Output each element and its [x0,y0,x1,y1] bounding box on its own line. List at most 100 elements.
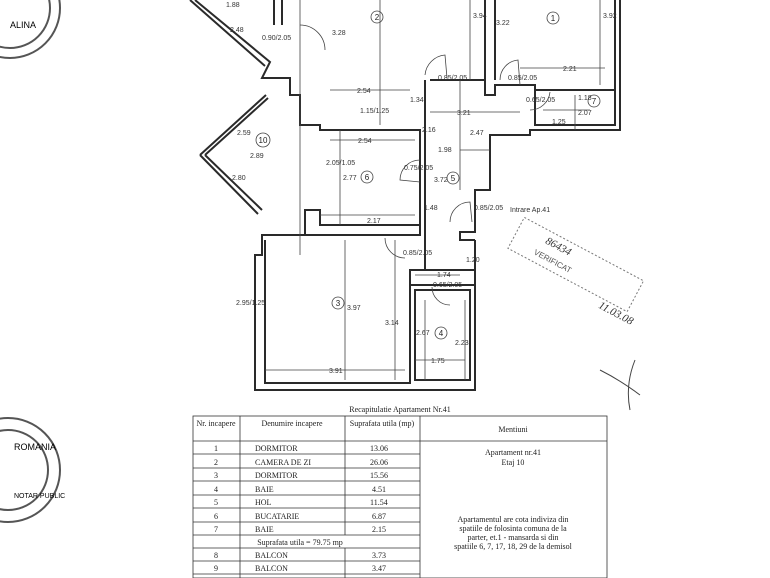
svg-text:2.47: 2.47 [470,130,484,137]
svg-text:3.47: 3.47 [372,564,386,573]
svg-text:0.85/2.05: 0.85/2.05 [438,75,467,82]
svg-text:6: 6 [365,173,370,182]
svg-text:3.94: 3.94 [473,13,487,20]
svg-text:2.05/1.05: 2.05/1.05 [326,160,355,167]
mentions-note: Apartamentul are cota indiviza din [457,515,568,524]
svg-text:3.28: 3.28 [332,30,346,37]
svg-text:1.15/1.25: 1.15/1.25 [360,108,389,115]
svg-text:0.90/2.05: 0.90/2.05 [262,35,291,42]
svg-text:2: 2 [214,458,218,467]
svg-text:2.54: 2.54 [357,88,371,95]
svg-text:13.06: 13.06 [370,444,388,453]
room-4-label: 4 [434,326,448,340]
svg-text:3.97: 3.97 [347,305,361,312]
room-3-label: 3 [331,296,345,310]
door-arcs [299,24,551,306]
svg-text:2.80: 2.80 [232,175,246,182]
room-5-label: 5 [446,171,460,185]
svg-text:2.07: 2.07 [578,110,592,117]
svg-text:2.21: 2.21 [563,66,577,73]
table-row: 8 BALCON 3.73 [214,551,386,560]
svg-text:HOL: HOL [255,498,272,507]
svg-text:1.74: 1.74 [437,272,451,279]
svg-text:4: 4 [439,329,444,338]
svg-text:0.85/2.05: 0.85/2.05 [403,250,432,257]
stamp-text: ROMANIA [14,442,56,452]
header-mentions: Mentiuni [498,425,528,434]
svg-text:3.91: 3.91 [329,368,343,375]
walls [189,0,621,391]
svg-text:2.16: 2.16 [422,127,436,134]
mentions-note: spatiile de folosinta comuna de la [459,524,567,533]
svg-text:2.89: 2.89 [250,153,264,160]
svg-text:2.54: 2.54 [358,138,372,145]
svg-text:2.95/1.25: 2.95/1.25 [236,300,265,307]
svg-text:BALCON: BALCON [255,551,288,560]
dimension-labels: 1.88 2.48 0.90/2.05 3.28 3.94 3.22 3.92 … [226,2,617,375]
room-1-label: 1 [546,11,560,25]
svg-text:1.75: 1.75 [431,358,445,365]
verification-stamp: 86434 VERIFICAT 11.03.08 [507,216,645,328]
svg-text:3.72: 3.72 [434,177,448,184]
stamp-text: NOTAR PUBLIC [14,493,65,500]
svg-text:1.18: 1.18 [578,95,592,102]
svg-text:1.98: 1.98 [438,147,452,154]
notary-stamp-bottom: ROMANIA NOTAR PUBLIC [0,417,65,523]
svg-text:7: 7 [592,97,597,106]
mentions-apartment: Apartament nr.41 [485,448,541,457]
svg-text:2.23: 2.23 [455,340,469,347]
svg-text:8: 8 [214,551,218,560]
room-6-label: 6 [360,170,374,184]
dimension-lines [265,0,605,380]
svg-text:BAIE: BAIE [255,525,274,534]
header-name: Denumire incapere [261,419,323,428]
notary-stamp-top: ALINA [0,0,61,59]
table-title: Recapitulatie Apartament Nr.41 [349,405,451,414]
stamp-text: ALINA [10,20,36,30]
svg-text:6: 6 [214,512,218,521]
svg-text:5: 5 [451,174,456,183]
svg-text:DORMITOR: DORMITOR [255,471,298,480]
header-area: Suprafata utila (mp) [350,419,415,428]
svg-text:1.48: 1.48 [424,205,438,212]
svg-text:2.48: 2.48 [230,27,244,34]
summary-table: Recapitulatie Apartament Nr.41 Nr. incap… [192,405,608,578]
svg-text:10: 10 [259,136,268,145]
mentions-note: parter, et.1 - mansarda si din [468,533,559,542]
svg-text:7: 7 [214,525,218,534]
svg-text:0.65/2.05: 0.65/2.05 [526,97,555,104]
svg-text:3: 3 [214,471,218,480]
room-numbers: 1 2 3 4 5 6 7 10 [255,10,601,340]
svg-text:3.22: 3.22 [496,20,510,27]
svg-text:3.92: 3.92 [603,13,617,20]
entrance-label: Intrare Ap.41 [510,207,550,214]
svg-text:1.34: 1.34 [410,97,424,104]
signature [599,359,641,411]
svg-text:BAIE: BAIE [255,485,274,494]
svg-text:2.15: 2.15 [372,525,386,534]
svg-text:2.59: 2.59 [237,130,251,137]
svg-text:3: 3 [336,299,341,308]
svg-text:11.03.08: 11.03.08 [596,299,635,328]
svg-text:CAMERA DE ZI: CAMERA DE ZI [255,458,311,467]
svg-text:BUCATARIE: BUCATARIE [255,512,299,521]
svg-text:0.65/2.05: 0.65/2.05 [433,282,462,289]
svg-text:9: 9 [214,564,218,573]
svg-text:DORMITOR: DORMITOR [255,444,298,453]
table-row: 6 BUCATARIE 6.87 [214,512,386,521]
svg-text:6.87: 6.87 [372,512,386,521]
svg-text:2: 2 [375,13,380,22]
room-10-label: 10 [255,132,271,148]
svg-text:0.85/2.05: 0.85/2.05 [508,75,537,82]
header-nr: Nr. incapere [196,419,236,428]
mentions-floor: Etaj 10 [502,458,525,467]
svg-text:3.73: 3.73 [372,551,386,560]
svg-text:2.67: 2.67 [416,330,430,337]
